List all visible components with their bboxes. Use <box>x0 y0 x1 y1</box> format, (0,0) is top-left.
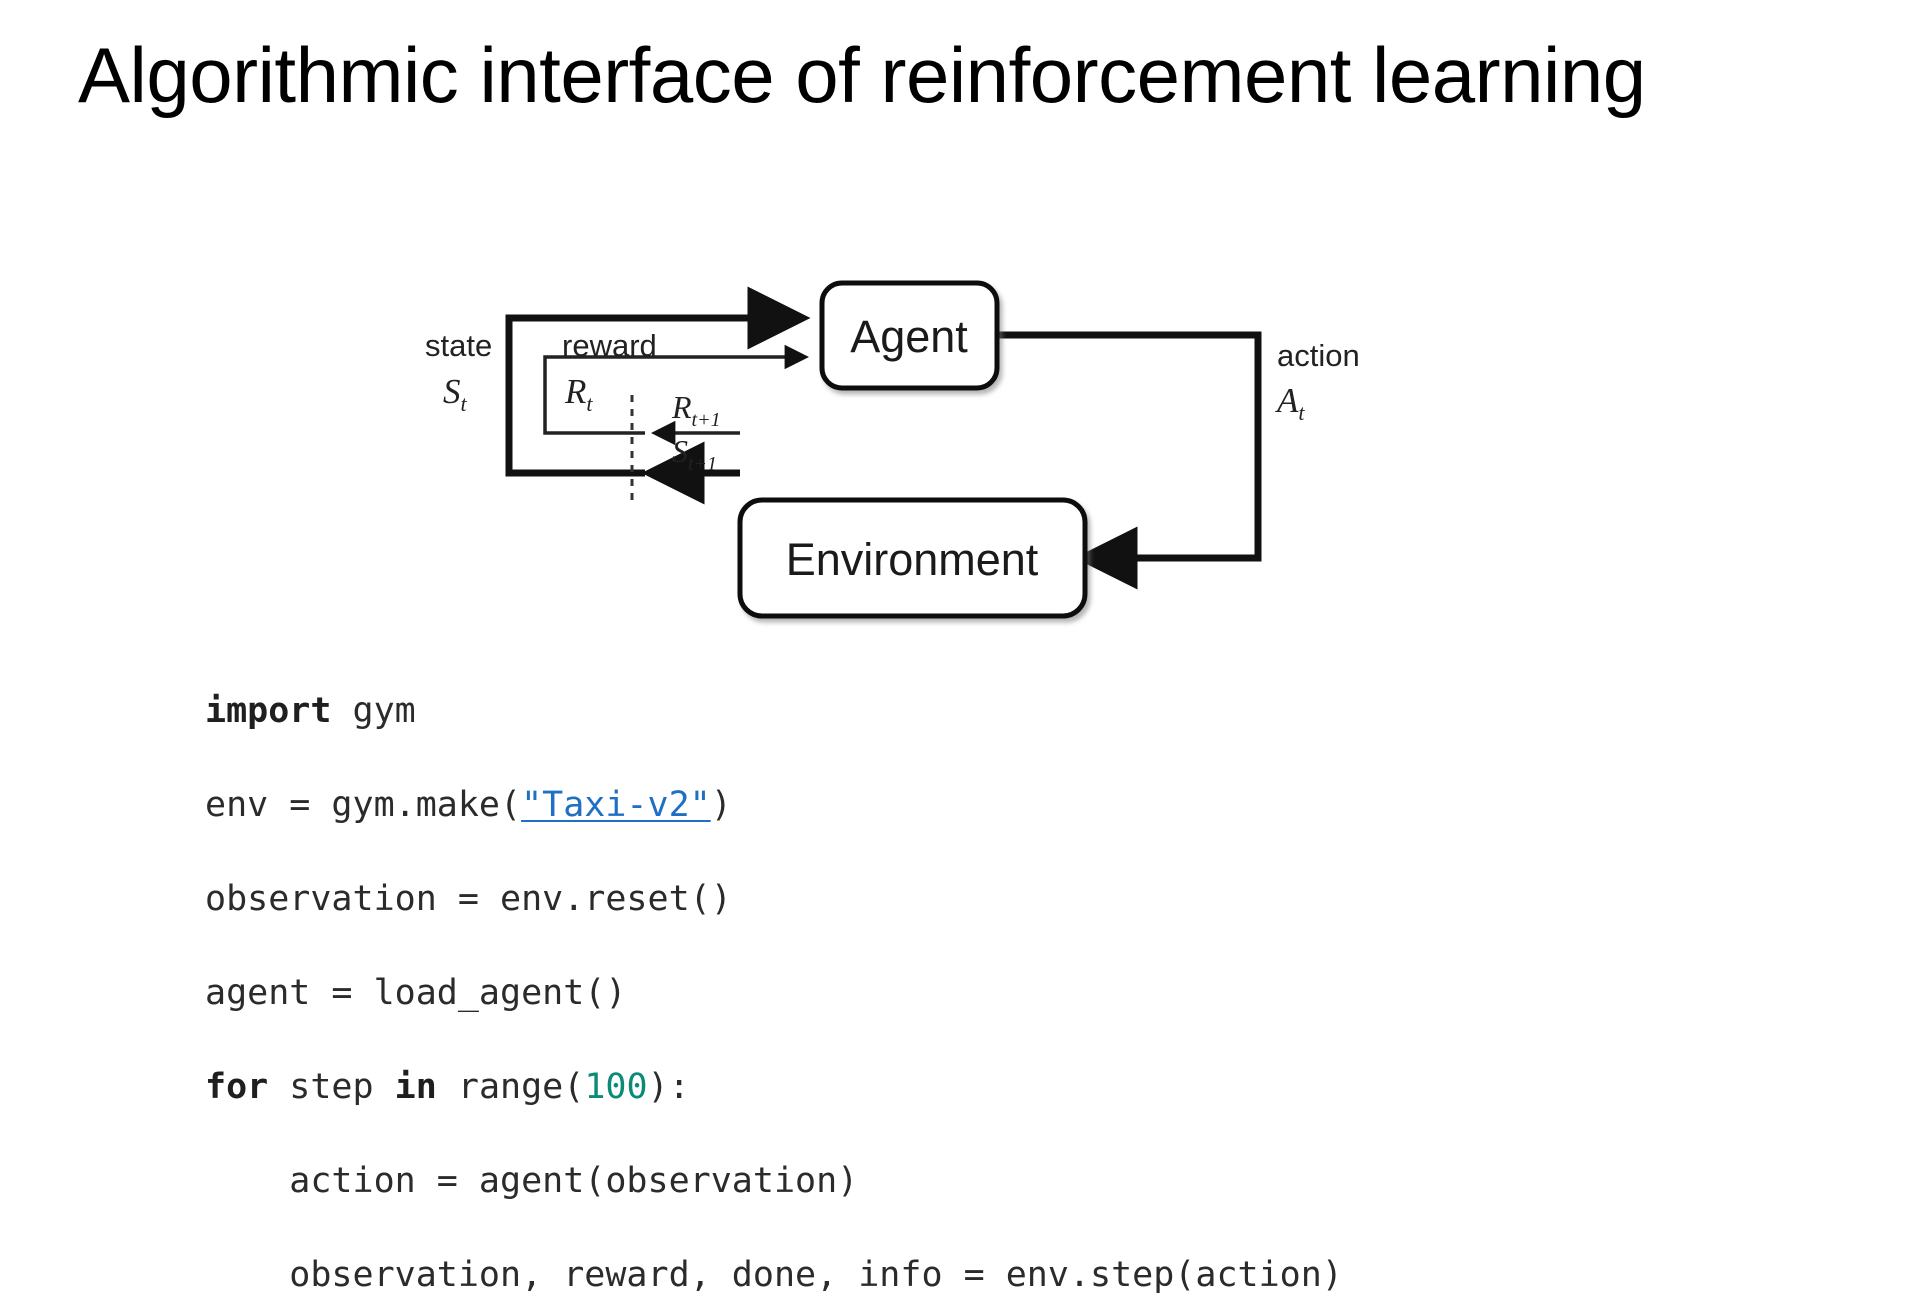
code-line: for step in range(100): <box>205 1064 1343 1111</box>
code-line: observation = env.reset() <box>205 876 1343 923</box>
code-text: agent = load_agent() <box>205 973 627 1013</box>
env-id-link[interactable]: "Taxi-v2" <box>521 785 711 825</box>
reward-symbol-subscript: t <box>586 391 593 416</box>
code-line: env = gym.make("Taxi-v2") <box>205 782 1343 829</box>
code-line: observation, reward, done, info = env.st… <box>205 1252 1343 1299</box>
action-symbol: At <box>1275 381 1305 425</box>
reward-label-group: reward Rt <box>562 328 657 416</box>
next-reward-symbol: Rt+1 <box>671 389 721 431</box>
agent-environment-loop-svg: Agent Environment state St reward Rt act… <box>425 280 1360 619</box>
state-symbol: St <box>443 372 468 416</box>
next-reward-subscript: t+1 <box>692 409 721 431</box>
code-text: range( <box>436 1067 585 1107</box>
state-symbol-base: S <box>443 372 461 411</box>
agent-box <box>819 280 1000 391</box>
environment-node: Environment <box>737 497 1088 619</box>
code-text: gym <box>331 691 416 731</box>
page-title: Algorithmic interface of reinforcement l… <box>78 31 1646 119</box>
code-text: observation = env.reset() <box>205 879 732 919</box>
code-snippet: import gym env = gym.make("Taxi-v2") obs… <box>205 688 1343 1299</box>
rl-loop-diagram: Agent Environment state St reward Rt act… <box>0 190 1920 630</box>
next-state-subscript: t+1 <box>688 453 717 475</box>
code-keyword: for <box>205 1067 269 1107</box>
code-line: action = agent(observation) <box>205 1158 1343 1205</box>
reward-symbol: Rt <box>564 372 593 416</box>
code-text: action = agent(observation) <box>205 1161 859 1201</box>
agent-node: Agent <box>819 280 1000 391</box>
action-symbol-base: A <box>1275 381 1299 420</box>
code-text: observation, reward, done, info = env.st… <box>205 1255 1343 1295</box>
reward-symbol-base: R <box>564 372 586 411</box>
code-line: import gym <box>205 688 1343 735</box>
environment-box <box>737 497 1088 619</box>
agent-label: Agent <box>850 311 968 362</box>
next-state-symbol: St+1 <box>672 433 717 475</box>
code-text: ): <box>647 1067 690 1107</box>
reward-feedback-path <box>543 344 810 435</box>
code-keyword: import <box>205 691 332 731</box>
code-keyword: in <box>394 1067 437 1107</box>
action-label-group: action At <box>1275 338 1360 425</box>
code-line: agent = load_agent() <box>205 970 1343 1017</box>
code-number: 100 <box>584 1067 648 1107</box>
next-state-base: S <box>672 433 688 469</box>
state-label: state <box>425 328 492 363</box>
reward-label: reward <box>562 328 657 363</box>
state-label-group: state St <box>425 328 492 416</box>
action-path <box>995 331 1262 590</box>
state-symbol-subscript: t <box>461 391 468 416</box>
action-symbol-subscript: t <box>1298 400 1305 425</box>
environment-output-arrows <box>641 420 740 505</box>
environment-label: Environment <box>786 534 1039 585</box>
code-text: step <box>268 1067 395 1107</box>
state-feedback-path <box>505 286 811 477</box>
action-label: action <box>1277 338 1360 373</box>
code-text: ) <box>710 785 732 825</box>
next-reward-base: R <box>671 389 692 425</box>
code-text: env = gym.make( <box>205 785 522 825</box>
